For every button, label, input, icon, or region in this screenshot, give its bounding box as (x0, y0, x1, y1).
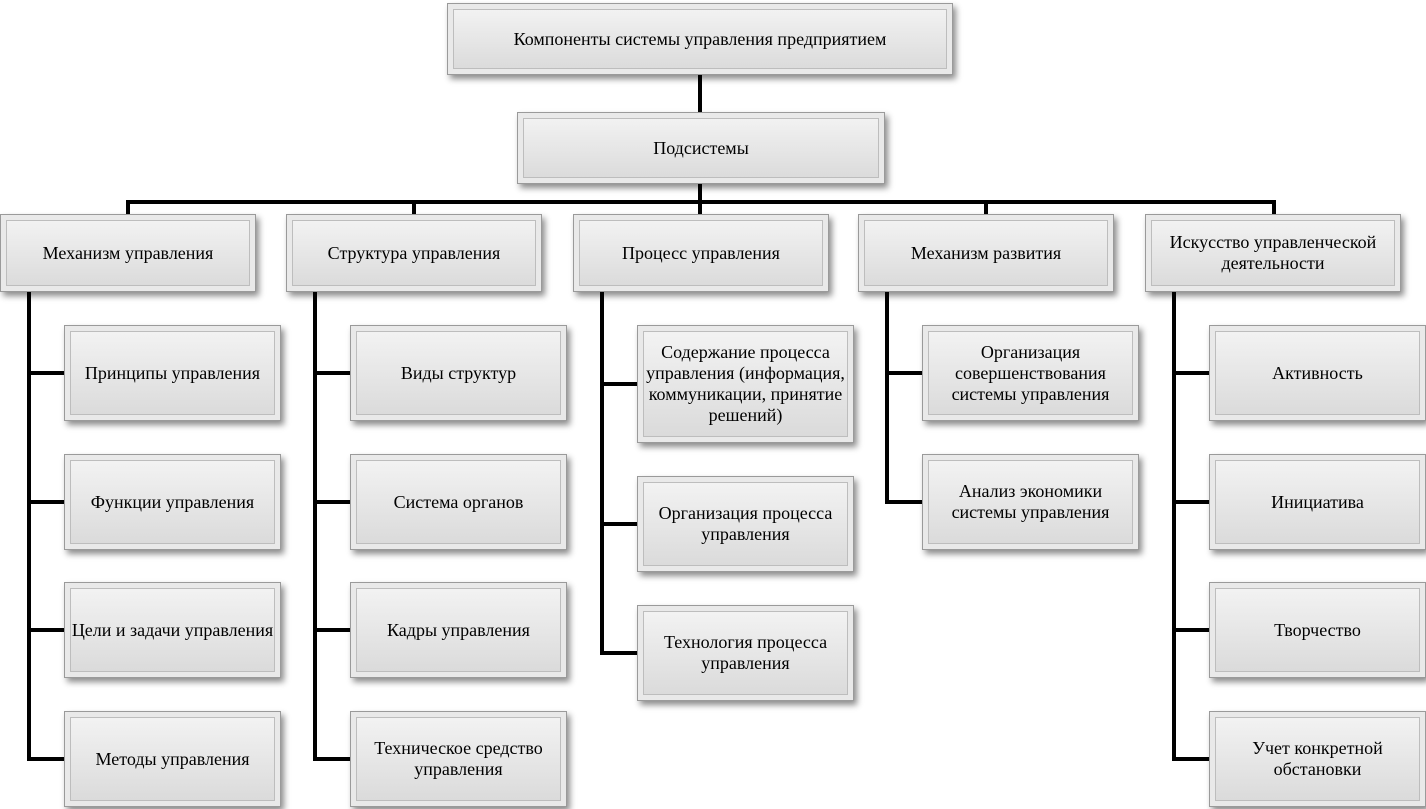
item-box-2-2: Система органов (350, 454, 567, 550)
column-drop-connector-4 (984, 200, 988, 214)
horizontal-bus-line (126, 200, 1276, 204)
item-box-2-4: Техническое средство управления (350, 711, 567, 807)
branch-connector-2-1 (313, 371, 350, 375)
branch-connector-1-4 (27, 757, 64, 761)
item-box-2-3: Кадры управления (350, 582, 567, 678)
item-box-4-1: Организация совершенствования системы уп… (922, 325, 1139, 421)
column-spine-3 (600, 292, 604, 655)
column-header-4: Механизм развития (858, 214, 1114, 292)
column-header-2: Структура управления (286, 214, 542, 292)
branch-connector-4-1 (885, 371, 922, 375)
branch-connector-3-2 (600, 522, 637, 526)
branch-connector-2-4 (313, 757, 350, 761)
title-to-subsystems-connector (698, 75, 702, 112)
item-box-5-1: Активность (1209, 325, 1426, 421)
item-box-5-2: Инициатива (1209, 454, 1426, 550)
branch-connector-5-4 (1172, 757, 1209, 761)
column-spine-2 (313, 292, 317, 761)
branch-connector-5-1 (1172, 371, 1209, 375)
item-box-1-2: Функции управления (64, 454, 281, 550)
subsystems-to-bus-connector (698, 184, 702, 202)
branch-connector-5-2 (1172, 500, 1209, 504)
column-spine-4 (885, 292, 889, 504)
column-header-1: Механизм управления (0, 214, 256, 292)
branch-connector-4-2 (885, 500, 922, 504)
item-box-5-3: Творчество (1209, 582, 1426, 678)
branch-connector-2-2 (313, 500, 350, 504)
title-box: Компоненты системы управления предприяти… (447, 3, 953, 75)
item-box-4-2: Анализ экономики системы управления (922, 454, 1139, 550)
column-drop-connector-2 (412, 200, 416, 214)
item-box-2-1: Виды структур (350, 325, 567, 421)
item-box-5-4: Учет конкретной обстановки (1209, 711, 1426, 807)
column-spine-1 (27, 292, 31, 761)
branch-connector-5-3 (1172, 628, 1209, 632)
branch-connector-1-1 (27, 371, 64, 375)
column-drop-connector-3 (698, 200, 702, 214)
item-box-3-2: Организация процесса управления (637, 476, 854, 572)
branch-connector-2-3 (313, 628, 350, 632)
column-header-3: Процесс управления (573, 214, 829, 292)
column-spine-5 (1172, 292, 1176, 761)
branch-connector-1-3 (27, 628, 64, 632)
column-drop-connector-5 (1272, 200, 1276, 214)
item-box-1-1: Принципы управления (64, 325, 281, 421)
subsystems-box: Подсистемы (517, 112, 885, 184)
branch-connector-3-3 (600, 651, 637, 655)
column-header-5: Искусство управленческой деятельности (1145, 214, 1401, 292)
item-box-1-4: Методы управления (64, 711, 281, 807)
item-box-3-3: Технология процесса управления (637, 605, 854, 701)
item-box-1-3: Цели и задачи управления (64, 582, 281, 678)
branch-connector-1-2 (27, 500, 64, 504)
branch-connector-3-1 (600, 382, 637, 386)
item-box-3-1: Содержание процесса управления (информац… (637, 325, 854, 443)
column-drop-connector-1 (126, 200, 130, 214)
